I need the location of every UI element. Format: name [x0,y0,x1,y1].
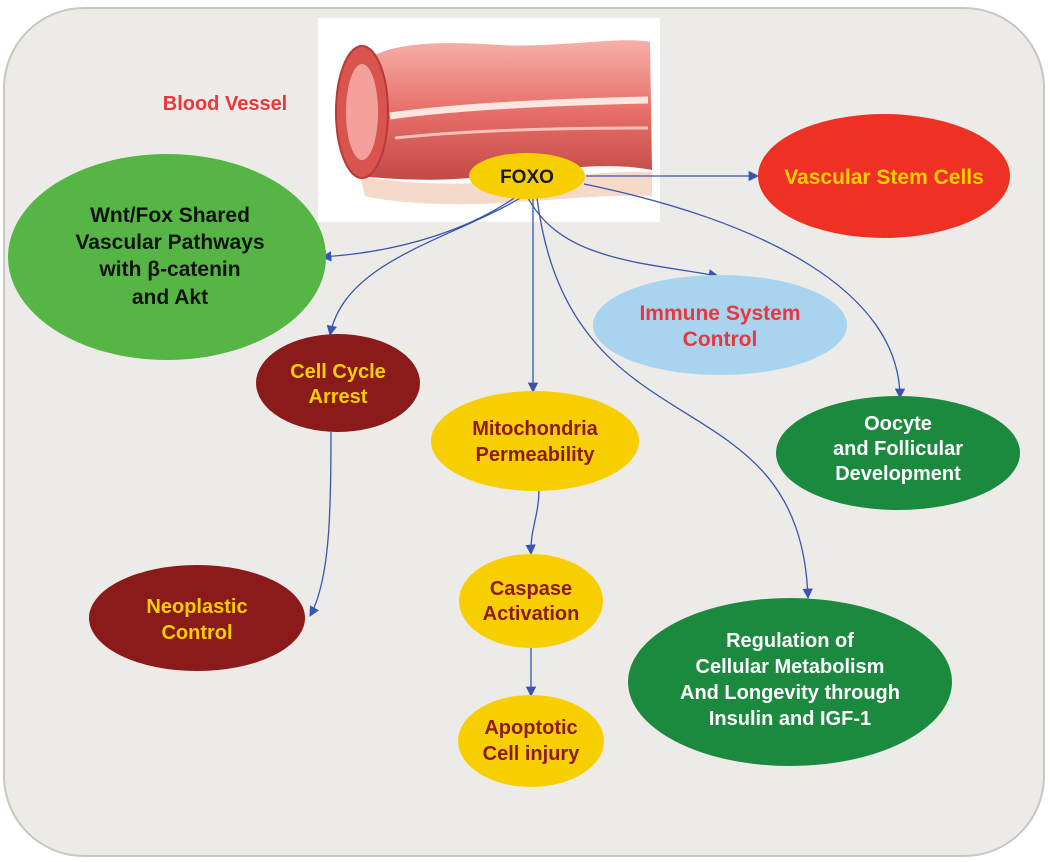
svg-text:Mitochondria: Mitochondria [472,418,598,440]
arrow-to-wnt-fox [320,193,521,262]
arrow-cell-cycle-to-neoplastic [309,431,332,617]
svg-text:Vascular Pathways: Vascular Pathways [75,231,264,254]
arrow-to-immune [526,195,720,280]
svg-text:Permeability: Permeability [476,444,596,466]
blood-vessel-image [318,18,660,222]
node-apoptotic-cell-injury: Apoptotic Cell injury [458,695,604,787]
arrow-to-cell-cycle [326,196,523,337]
svg-text:and Follicular: and Follicular [833,438,963,460]
node-caspase-activation: Caspase Activation [459,554,603,648]
svg-text:And Longevity through: And Longevity through [680,682,900,704]
svg-text:FOXO: FOXO [500,167,554,188]
node-wnt-fox: Wnt/Fox Shared Vascular Pathways with β-… [8,154,326,360]
svg-text:Vascular Stem Cells: Vascular Stem Cells [784,166,984,189]
svg-text:Control: Control [161,622,232,644]
svg-text:Control: Control [683,328,758,351]
svg-text:with β-catenin: with β-catenin [98,258,240,281]
node-oocyte-follicular-development: Oocyte and Follicular Development [776,396,1020,510]
arrow-mito-to-caspase [525,489,540,556]
svg-text:Regulation of: Regulation of [726,630,854,652]
svg-text:Insulin and IGF-1: Insulin and IGF-1 [709,708,871,730]
node-neoplastic-control: Neoplastic Control [89,565,305,671]
connector-arrows [309,170,906,698]
svg-text:and Akt: and Akt [132,286,208,309]
svg-text:Activation: Activation [483,603,580,625]
svg-text:Apoptotic: Apoptotic [484,717,577,739]
svg-text:Wnt/Fox Shared: Wnt/Fox Shared [90,204,250,227]
node-cell-cycle-arrest: Cell Cycle Arrest [256,334,420,432]
svg-text:Neoplastic: Neoplastic [146,596,247,618]
node-regulation-cellular-metabolism: Regulation of Cellular Metabolism And Lo… [628,598,952,766]
svg-text:Cell injury: Cell injury [483,743,581,765]
svg-text:Cell Cycle: Cell Cycle [290,361,386,383]
svg-text:Oocyte: Oocyte [864,413,932,435]
node-immune-system-control: Immune System Control [593,275,847,375]
arrow-to-metabolism [536,197,813,600]
svg-text:Caspase: Caspase [490,578,572,600]
arrow-to-oocyte [583,183,906,400]
svg-text:Immune System: Immune System [639,302,800,325]
node-mitochondria-permeability: Mitochondria Permeability [431,391,639,491]
blood-vessel-label: Blood Vessel [163,93,288,115]
svg-text:Arrest: Arrest [309,386,368,408]
foxo-node: FOXO [469,153,585,199]
svg-text:Development: Development [835,463,961,485]
svg-text:Cellular Metabolism: Cellular Metabolism [696,656,885,678]
node-vascular-stem-cells: Vascular Stem Cells [758,114,1010,238]
